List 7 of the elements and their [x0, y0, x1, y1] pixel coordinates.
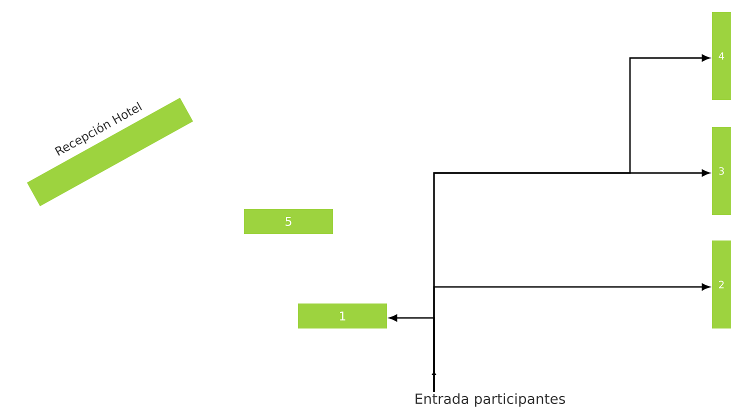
- arrow: [433, 54, 710, 392]
- area-box: 2: [712, 240, 731, 328]
- entrance-label: Entrada participantes: [416, 393, 566, 407]
- area-box: 3: [712, 127, 731, 215]
- area-box: 5: [244, 209, 333, 234]
- area-box: 1: [298, 304, 387, 328]
- area-box: 4: [712, 12, 731, 100]
